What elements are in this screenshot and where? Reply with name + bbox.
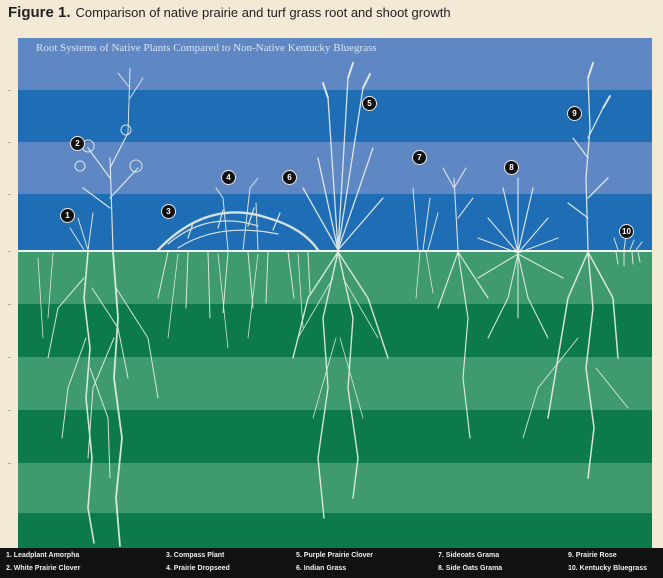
soil-surface-line xyxy=(18,250,652,252)
figure-title: Figure 1. Comparison of native prairie an… xyxy=(8,4,451,21)
depth-tick xyxy=(8,410,11,411)
depth-tick xyxy=(8,90,11,91)
legend-item: 9. Prairie Rose xyxy=(568,552,617,559)
plant-marker-5: 5 xyxy=(362,96,377,111)
plant-9-drawing xyxy=(523,63,628,478)
plant-8-drawing xyxy=(478,178,563,338)
plant-legend: 1. Leadplant Amorpha 2. White Prairie Cl… xyxy=(0,548,663,578)
legend-item: 4. Prairie Dropseed xyxy=(166,565,230,572)
root-diagram-panel: Root Systems of Native Plants Compared t… xyxy=(18,38,652,548)
plant-illustrations xyxy=(18,38,652,548)
legend-item: 3. Compass Plant xyxy=(166,552,224,559)
depth-tick xyxy=(8,251,11,252)
plant-2-drawing xyxy=(75,68,158,546)
plant-marker-4: 4 xyxy=(221,170,236,185)
legend-item: 1. Leadplant Amorpha xyxy=(6,552,79,559)
plant-6-drawing xyxy=(413,188,438,298)
legend-item: 6. Indian Grass xyxy=(296,565,346,572)
legend-item: 2. White Prairie Clover xyxy=(6,565,80,572)
depth-tick xyxy=(8,142,11,143)
plant-3-drawing xyxy=(158,208,318,348)
plant-marker-6: 6 xyxy=(282,170,297,185)
legend-item: 8. Side Oats Grama xyxy=(438,565,502,572)
legend-item: 5. Purple Prairie Clover xyxy=(296,552,373,559)
depth-tick xyxy=(8,357,11,358)
plant-marker-3: 3 xyxy=(161,204,176,219)
plant-marker-8: 8 xyxy=(504,160,519,175)
depth-tick xyxy=(8,463,11,464)
depth-tick xyxy=(8,194,11,195)
depth-tick xyxy=(8,304,11,305)
plant-marker-2: 2 xyxy=(70,136,85,151)
plant-marker-9: 9 xyxy=(567,106,582,121)
plant-marker-1: 1 xyxy=(60,208,75,223)
figure-label: Figure 1. xyxy=(8,4,71,21)
plant-5-drawing xyxy=(293,63,388,518)
legend-item: 10. Kentucky Bluegrass xyxy=(568,565,647,572)
plant-marker-7: 7 xyxy=(412,150,427,165)
plant-marker-10: 10 xyxy=(619,224,634,239)
plant-7-drawing xyxy=(438,168,488,438)
figure-title-text: Comparison of native prairie and turf gr… xyxy=(76,5,451,20)
legend-item: 7. Sideoats Grama xyxy=(438,552,499,559)
